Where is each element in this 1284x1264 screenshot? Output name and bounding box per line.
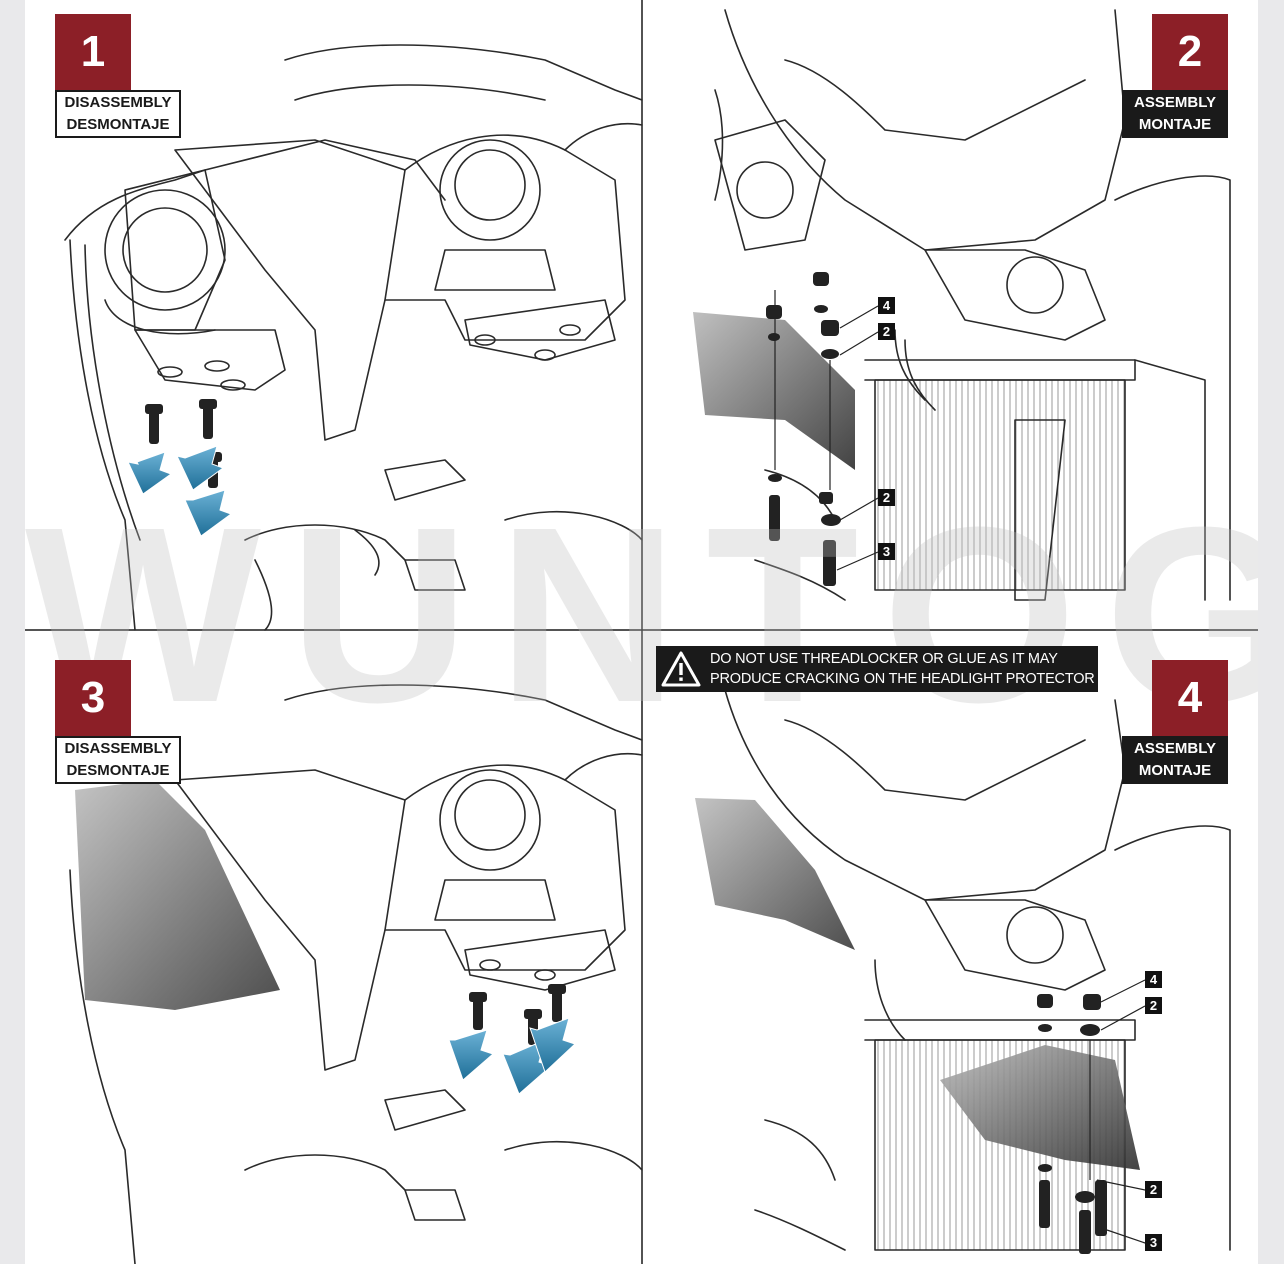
protector-p2 [693,312,855,470]
removal-arrows-p1 [127,445,233,537]
illustration [25,0,1258,1264]
step-1-label-es: DESMONTAJE [66,116,170,133]
leader-lines-p2 [774,290,879,571]
step-number-1: 1 [55,14,131,90]
step-3-label-es: DESMONTAJE [66,762,170,779]
panel-2-art [714,9,1231,601]
callout-p2-lower-2: 2 [878,489,895,506]
bolts-p3 [469,984,566,1045]
step-number-4: 4 [1152,660,1228,736]
step-3-label-en: DISASSEMBLY [64,740,172,757]
step-2-label-es: MONTAJE [1138,116,1212,133]
step-3-label: DISASSEMBLY DESMONTAJE [55,736,181,784]
callout-p2-washer-4: 4 [878,297,895,314]
callout-p4-bolt-3: 3 [1145,1234,1162,1251]
step-2-label-en: ASSEMBLY [1134,94,1216,111]
warning-line-2: PRODUCE CRACKING ON THE HEADLIGHT PROTEC… [710,671,1095,687]
protector-p4 [695,798,855,950]
step-number-2: 2 [1152,14,1228,90]
step-number-3: 3 [55,660,131,736]
step-1-label: DISASSEMBLY DESMONTAJE [55,90,181,138]
warning-text: DO NOT USE THREADLOCKER OR GLUE AS IT MA… [710,649,1095,689]
warning-banner: DO NOT USE THREADLOCKER OR GLUE AS IT MA… [656,646,1098,692]
warning-triangle-icon [661,651,701,687]
hardware-p4 [1037,994,1107,1254]
panel-3-art [69,684,643,1264]
instruction-sheet: WUNTOGI 1 DISASSEMBLY DESMONTAJE 2 ASSEM… [25,0,1258,1264]
callout-p4-washer-4: 4 [1145,971,1162,988]
callout-p2-washer-2: 2 [878,323,895,340]
protector-p3 [75,780,280,1010]
step-4-label-es: MONTAJE [1138,762,1212,779]
removal-arrows-p3 [448,1017,576,1095]
hardware-p2 [766,272,841,586]
step-1-label-en: DISASSEMBLY [64,94,172,111]
callout-p4-washer-2: 2 [1145,997,1162,1014]
step-4-label: ASSEMBLY MONTAJE [1122,736,1228,784]
warning-line-1: DO NOT USE THREADLOCKER OR GLUE AS IT MA… [710,651,1058,667]
panel-1-art [64,44,643,631]
callout-p4-lower-2: 2 [1145,1181,1162,1198]
step-2-label: ASSEMBLY MONTAJE [1122,90,1228,138]
callout-p2-bolt-3: 3 [878,543,895,560]
step-4-label-en: ASSEMBLY [1134,740,1216,757]
leader-lines-p4 [1089,979,1146,1244]
